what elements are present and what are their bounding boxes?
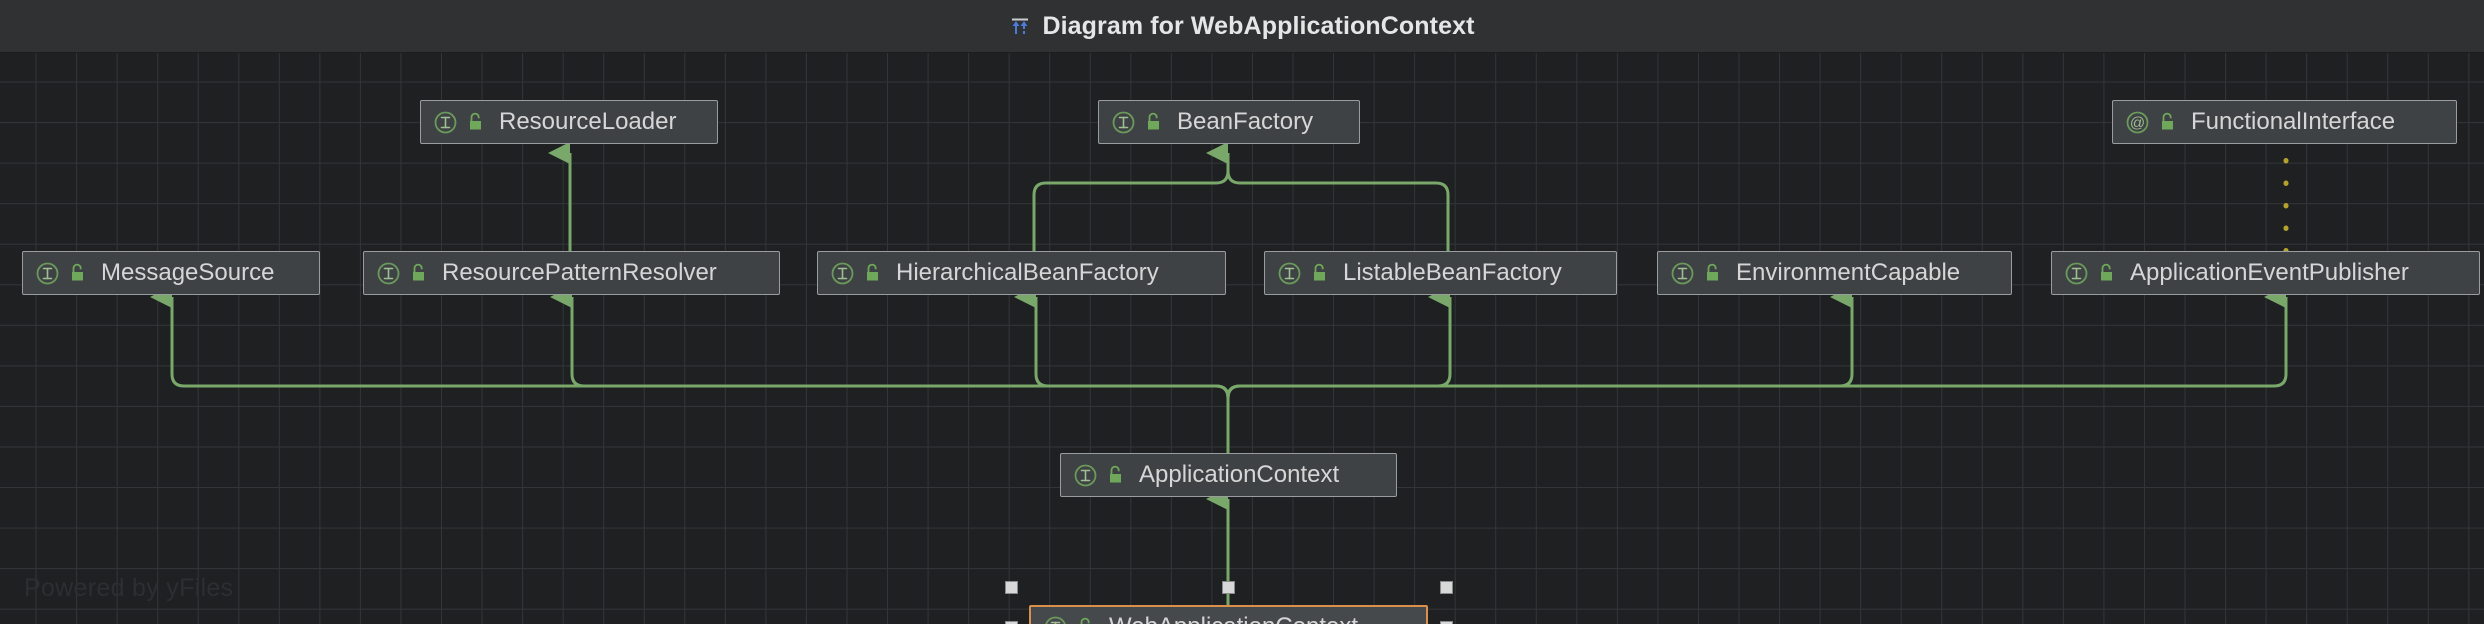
uml-node-label: ListableBeanFactory xyxy=(1343,259,1562,286)
lock-public-icon xyxy=(2098,263,2116,283)
hierarchy-diagram-icon xyxy=(1009,15,1031,37)
interface-icon xyxy=(1277,261,1302,286)
uml-node-label: FunctionalInterface xyxy=(2191,108,2396,135)
interface-icon xyxy=(2064,261,2089,286)
edge-hierarchicalbeanfactory-beanfactory xyxy=(1032,142,1230,251)
svg-text:@: @ xyxy=(2130,114,2145,131)
uml-node-resourceloader[interactable]: ResourceLoader xyxy=(420,100,718,144)
lock-public-icon xyxy=(864,263,882,283)
edge-applicationcontext-hierarchicalbeanfactory xyxy=(1014,286,1230,453)
selection-handle[interactable] xyxy=(1004,620,1018,624)
uml-node-label: ResourceLoader xyxy=(499,108,677,135)
interface-icon xyxy=(1073,463,1098,488)
lock-public-icon xyxy=(1107,465,1125,485)
uml-node-messagesource[interactable]: MessageSource xyxy=(22,251,320,295)
lock-public-icon xyxy=(1311,263,1329,283)
uml-node-label: ResourcePatternResolver xyxy=(442,259,717,286)
uml-node-label: MessageSource xyxy=(101,259,275,286)
uml-node-label: HierarchicalBeanFactory xyxy=(896,259,1159,286)
uml-node-environmentcapable[interactable]: EnvironmentCapable xyxy=(1657,251,2012,295)
interface-icon xyxy=(1670,261,1695,286)
edge-applicationcontext-listablebeanfactory xyxy=(1226,286,1452,453)
diagram-canvas[interactable]: Powered by yFiles ResourceLoader BeanFact… xyxy=(0,53,2484,624)
interface-icon xyxy=(830,261,855,286)
uml-node-webapplicationcontext[interactable]: WebApplicationContext xyxy=(1029,605,1428,624)
interface-icon xyxy=(433,110,458,135)
uml-node-beanfactory[interactable]: BeanFactory xyxy=(1098,100,1360,144)
interface-icon xyxy=(1043,615,1068,624)
uml-node-label: ApplicationContext xyxy=(1139,461,1340,488)
selection-handle[interactable] xyxy=(1004,580,1018,594)
edge-applicationcontext-applicationeventpublisher xyxy=(1226,286,2288,453)
uml-node-label: BeanFactory xyxy=(1177,108,1314,135)
interface-icon xyxy=(35,261,60,286)
edge-applicationcontext-resourcepatternresolver xyxy=(550,286,1230,453)
selection-handle[interactable] xyxy=(1439,580,1453,594)
lock-public-icon xyxy=(1704,263,1722,283)
uml-node-label: EnvironmentCapable xyxy=(1736,259,1961,286)
interface-icon xyxy=(376,261,401,286)
lock-public-icon xyxy=(2159,112,2177,132)
uml-node-resourcepatternresolver[interactable]: ResourcePatternResolver xyxy=(363,251,780,295)
uml-node-applicationeventpublisher[interactable]: ApplicationEventPublisher xyxy=(2051,251,2480,295)
lock-public-icon xyxy=(410,263,428,283)
lock-public-icon xyxy=(467,112,485,132)
window-titlebar: Diagram for WebApplicationContext xyxy=(0,0,2484,53)
selection-handle[interactable] xyxy=(1439,620,1453,624)
uml-node-hierarchicalbeanfactory[interactable]: HierarchicalBeanFactory xyxy=(817,251,1226,295)
lock-public-icon xyxy=(1145,112,1163,132)
uml-node-label: ApplicationEventPublisher xyxy=(2130,259,2409,286)
yfiles-watermark: Powered by yFiles xyxy=(24,574,234,602)
page-title: Diagram for WebApplicationContext xyxy=(1042,11,1475,40)
interface-icon xyxy=(1111,110,1136,135)
uml-node-label: WebApplicationContext xyxy=(1104,615,1358,624)
annotation-icon: @ xyxy=(2125,110,2150,135)
selection-handle[interactable] xyxy=(1222,580,1235,594)
uml-node-applicationcontext[interactable]: ApplicationContext xyxy=(1060,453,1397,497)
lock-public-icon xyxy=(1077,617,1095,624)
lock-public-icon xyxy=(69,263,87,283)
uml-node-listablebeanfactory[interactable]: ListableBeanFactory xyxy=(1264,251,1617,295)
edge-applicationcontext-messagesource xyxy=(150,286,1230,453)
uml-node-functionalinterface[interactable]: @ FunctionalInterface xyxy=(2112,100,2457,144)
edge-listablebeanfactory-beanfactory xyxy=(1226,153,1450,251)
edge-applicationcontext-environmentcapable xyxy=(1226,286,1854,453)
edge-layer xyxy=(150,142,2289,605)
